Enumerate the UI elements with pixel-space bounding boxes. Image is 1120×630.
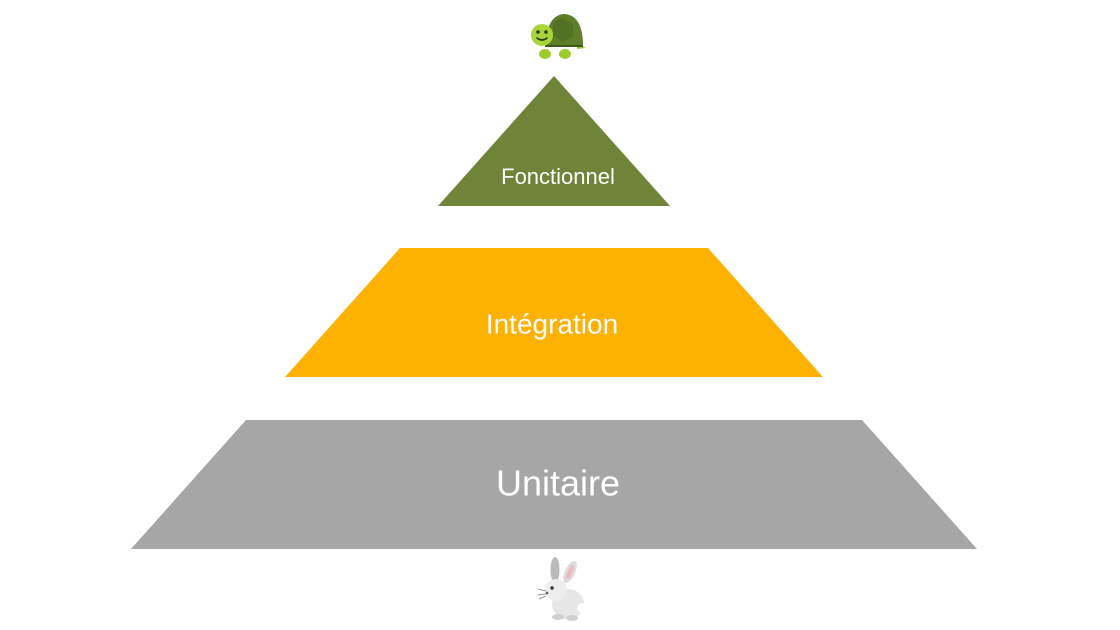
pyramid-level-middle xyxy=(285,248,823,377)
turtle-icon xyxy=(531,14,586,59)
level-label-fonctionnel: Fonctionnel xyxy=(501,164,615,189)
pyramid-level-top xyxy=(438,76,670,206)
level-label-integration: Intégration xyxy=(486,308,618,339)
pyramid-level-bottom xyxy=(131,420,977,549)
level-label-unitaire: Unitaire xyxy=(496,463,620,504)
rabbit-icon xyxy=(537,557,587,621)
